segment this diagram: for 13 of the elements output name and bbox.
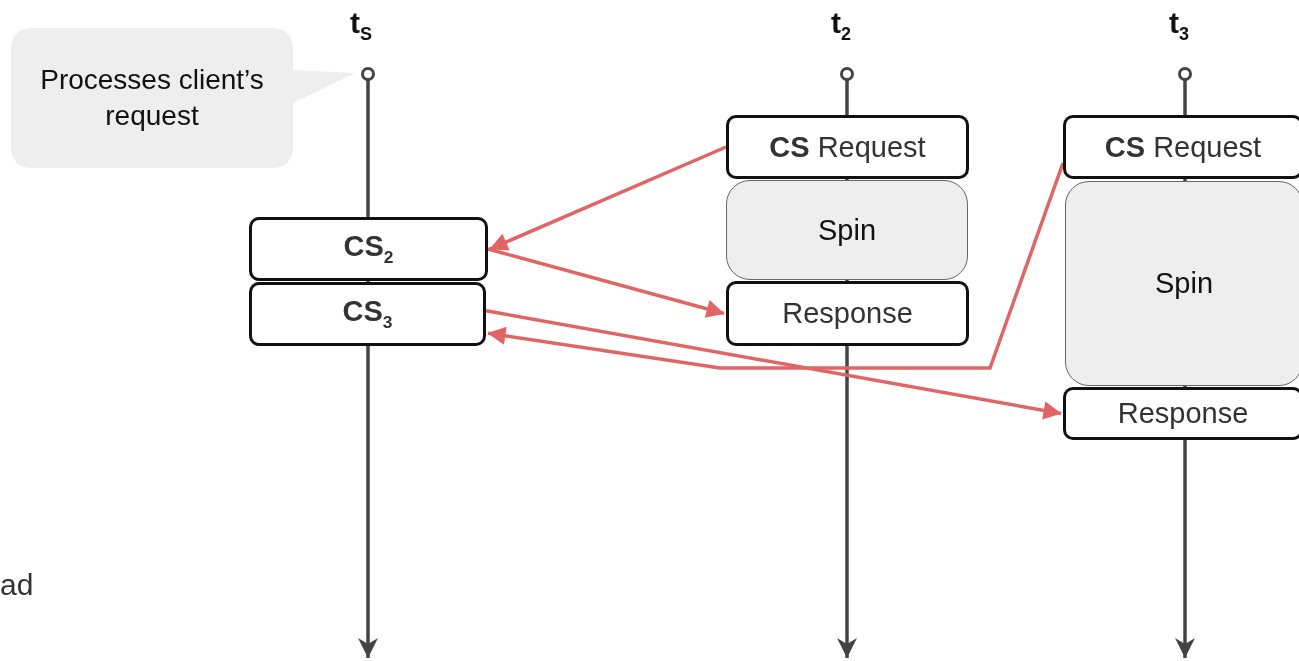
spin-box: Spin	[1065, 181, 1299, 386]
timeline-label: t$_{S}$	[350, 6, 372, 45]
process-box: Response	[726, 281, 969, 346]
note-text: ad	[0, 568, 34, 602]
spin-box: Spin	[726, 180, 968, 280]
process-box: CS$_{2}$	[249, 217, 488, 281]
process-box: CS Request	[726, 115, 969, 179]
process-box: Response	[1063, 387, 1299, 440]
timeline-label: t$_{3}$	[1169, 6, 1189, 45]
process-box: CS Request	[1063, 115, 1299, 179]
process-box: CS$_{3}$	[249, 282, 486, 346]
timeline-label: t$_{2}$	[831, 6, 851, 45]
bubble-text: Processes client’s request	[39, 62, 265, 133]
